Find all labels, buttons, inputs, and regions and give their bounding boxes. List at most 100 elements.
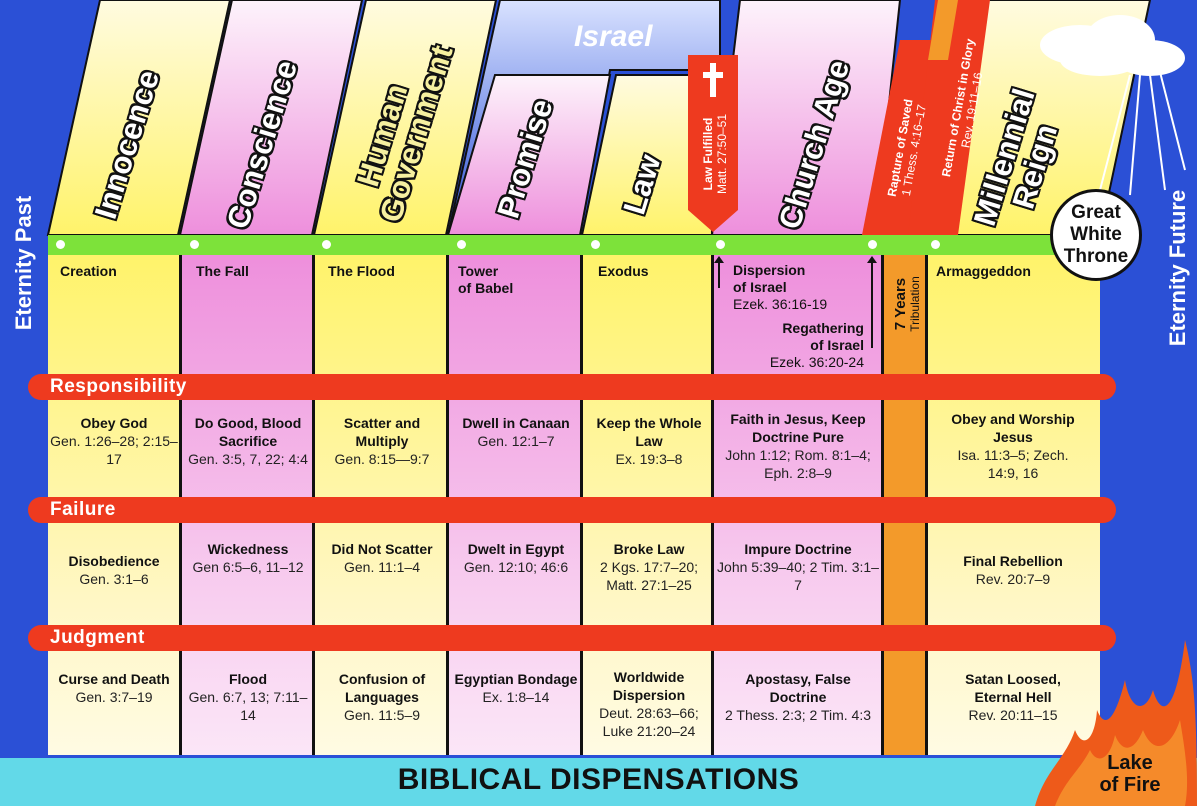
cell-head: Keep the Whole Law <box>596 415 702 449</box>
light-rays-icon <box>1099 71 1186 196</box>
law-fulfilled-ref: Matt. 27:50–51 <box>715 113 729 195</box>
timeline-dot <box>322 240 331 249</box>
cell-head: Scatter and Multiply <box>343 415 421 449</box>
event-creation: Creation <box>60 263 117 279</box>
tribulation-label: 7 Years Tribulation <box>892 254 922 354</box>
timeline-dot <box>931 240 940 249</box>
cell-ref: Gen. 8:15—9:7 <box>334 451 430 467</box>
cell-head: Curse and Death <box>58 671 170 687</box>
timeline-dot <box>457 240 466 249</box>
cell-head: Egyptian Bondage <box>454 671 578 687</box>
lake-line1: Lake <box>1107 752 1153 774</box>
regathering-arrow-head <box>867 256 877 263</box>
cell-head: Confusion of Languages <box>338 671 426 705</box>
event-exodus: Exodus <box>598 263 649 279</box>
cell-ref: Gen. 12:10; 46:6 <box>463 559 569 575</box>
cell-head: Obey and Worship Jesus <box>951 411 1075 445</box>
cell-ref: Rev. 20:7–9 <box>975 571 1051 587</box>
throne-line2: White <box>1070 224 1122 245</box>
tribulation-line1: 7 Years <box>892 277 909 331</box>
cell-ref: Gen. 3:5, 7, 22; 4:4 <box>188 451 308 467</box>
responsibility-label: Responsibility <box>50 376 187 397</box>
regathering-line1: Regathering <box>782 320 864 336</box>
timeline-dot <box>56 240 65 249</box>
law-fulfilled-banner <box>688 55 738 232</box>
cell-head: Dwelt in Egypt <box>467 541 565 557</box>
event-the-fall: The Fall <box>196 263 249 279</box>
event-regathering: Regathering of Israel Ezek. 36:20-24 <box>752 320 864 371</box>
event-of-babel: of Babel <box>458 280 514 296</box>
orange-strip <box>928 0 958 60</box>
law-fulfilled-text: Law Fulfilled Matt. 27:50–51 <box>701 89 729 219</box>
throne-line1: Great <box>1071 202 1121 223</box>
great-white-throne: Great White Throne <box>1050 189 1142 281</box>
cell-ref: Gen. 6:7, 13; 7:11–14 <box>188 689 308 723</box>
event-tower-of-babel: Tower of Babel <box>458 263 513 297</box>
cell-head: Do Good, Blood Sacrifice <box>194 415 302 449</box>
cell-head: Impure Doctrine <box>744 541 852 557</box>
cell-head: Apostasy, False Doctrine <box>745 671 851 705</box>
cell-head: Dwell in Canaan <box>462 415 570 431</box>
failure-label: Failure <box>50 499 116 520</box>
cell-ref: Gen. 11:1–4 <box>343 559 421 575</box>
timeline-dot <box>868 240 877 249</box>
flames-icon <box>1035 640 1197 806</box>
cell-ref: Rev. 20:11–15 <box>968 707 1058 723</box>
cell-ref: Gen. 3:7–19 <box>75 689 153 705</box>
cell-ref: Gen. 12:1–7 <box>477 433 555 449</box>
cell-head: Worldwide Dispersion <box>612 669 686 703</box>
cell-head: Faith in Jesus, Keep Doctrine Pure <box>730 411 866 445</box>
timeline-dot <box>591 240 600 249</box>
cloud-icon <box>1040 15 1185 76</box>
judgment-label: Judgment <box>50 627 145 648</box>
timeline-bar <box>48 235 1100 255</box>
cell-ref: Isa. 11:3–5; Zech. 14:9, 16 <box>957 447 1069 481</box>
cross-icon <box>703 63 723 97</box>
cell-head: Final Rebellion <box>963 553 1063 569</box>
cell-ref: Gen. 11:5–9 <box>343 707 421 723</box>
timeline-dot <box>190 240 199 249</box>
cell-ref: Deut. 28:63–66; Luke 21:20–24 <box>599 705 699 739</box>
event-dispersion: Dispersion of Israel Ezek. 36:16-19 <box>733 262 827 313</box>
event-armaggeddon: Armaggeddon <box>936 263 1031 279</box>
throne-line3: Throne <box>1063 246 1129 267</box>
regathering-arrow <box>871 258 873 348</box>
failure-bar <box>28 497 1116 523</box>
dispersion-line2: of Israel <box>733 279 787 295</box>
tribulation-line2: Tribulation <box>908 276 922 332</box>
flap-ribbons <box>46 0 1186 236</box>
lake-line2: of Fire <box>1099 774 1161 796</box>
cell-head: Did Not Scatter <box>331 541 433 557</box>
cell-ref: John 5:39–40; 2 Tim. 3:1–7 <box>717 559 879 593</box>
cell-ref: Gen 6:5–6, 11–12 <box>192 559 304 575</box>
judgment-bar <box>28 625 1116 651</box>
event-the-flood: The Flood <box>328 263 395 279</box>
cell-head: Broke Law <box>613 541 685 557</box>
cell-ref: Ex. 19:3–8 <box>615 451 683 467</box>
responsibility-bar <box>28 374 1116 400</box>
eternity-past-label: Eternity Past <box>11 195 36 331</box>
cell-head: Flood <box>228 671 268 687</box>
regathering-line2: of Israel <box>810 337 864 353</box>
dispersion-arrow <box>718 258 720 288</box>
cell-head: Wickedness <box>207 541 289 557</box>
title-bar <box>0 758 1197 806</box>
